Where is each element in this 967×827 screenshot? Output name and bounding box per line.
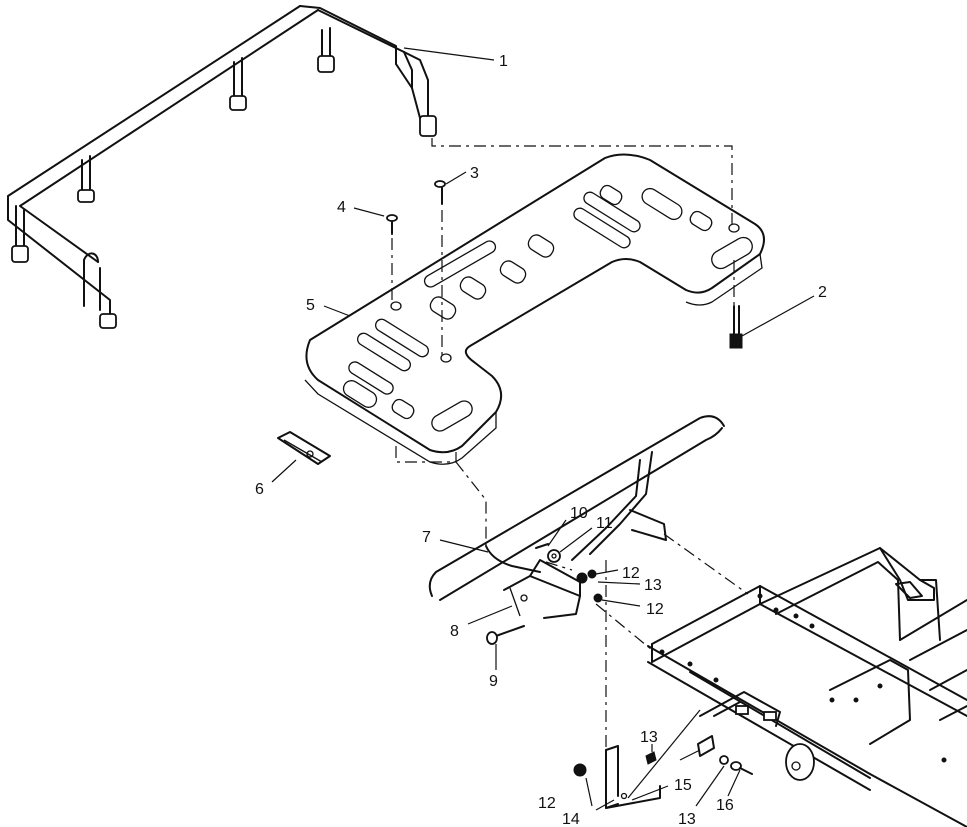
small-bolt-10 [535,543,549,549]
callout-13-c: 13 [678,811,696,827]
bracket-14 [605,745,661,809]
screw-3 [434,180,446,205]
rack-platform [304,153,765,465]
nut-12-mid [593,593,603,603]
callout-14: 14 [562,811,580,827]
screw-4 [386,214,398,235]
mounting-bracket-8 [503,559,581,619]
callout-3: 3 [470,165,479,182]
callout-12-b: 12 [646,601,664,618]
bolt-9 [486,625,525,645]
callout-4: 4 [337,199,346,216]
nut-12-upper [576,569,597,584]
rack-support [428,415,725,601]
callout-9: 9 [489,673,498,690]
callout-labels: 1 2 3 4 5 6 7 8 9 10 11 12 13 12 13 12 1… [255,53,827,827]
callout-12-c: 12 [538,795,556,812]
callout-12-a: 12 [622,565,640,582]
spacer-15 [697,735,715,757]
callout-11: 11 [596,515,613,532]
nut-13-lower [645,751,657,765]
rack-rail [7,5,437,329]
callout-6: 6 [255,481,264,498]
callout-5: 5 [306,297,315,314]
callout-1: 1 [499,53,508,70]
washer-11 [547,549,561,563]
callout-8: 8 [450,623,459,640]
leader-lines [271,47,815,811]
washer-13-lower [719,755,729,765]
bolt-16 [730,761,753,775]
callout-15: 15 [674,777,692,794]
callout-13-b: 13 [640,729,658,746]
callout-10: 10 [570,505,588,522]
callout-2: 2 [818,284,827,301]
reflector [277,431,331,465]
callout-16: 16 [716,797,734,814]
callout-13-a: 13 [644,577,662,594]
callout-7: 7 [422,529,431,546]
rack-bolt-2 [729,305,743,349]
assembly-lines [391,138,749,750]
nut-12-lower [573,763,587,777]
vehicle-frame [647,547,967,827]
